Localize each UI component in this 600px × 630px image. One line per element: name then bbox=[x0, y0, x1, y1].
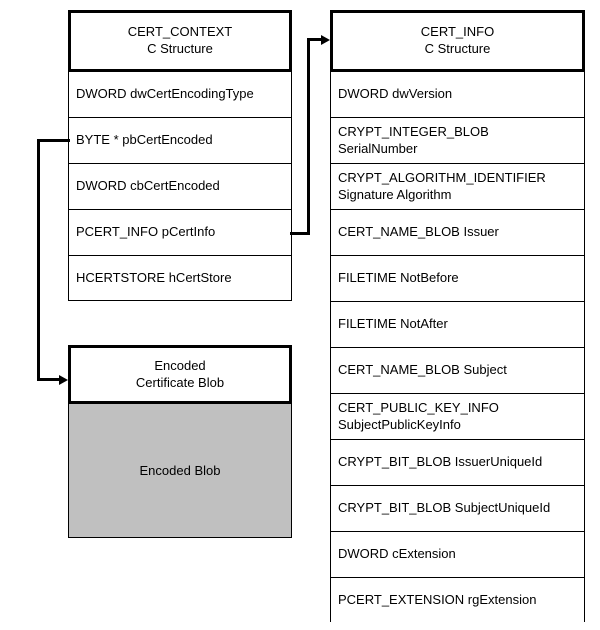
encoded-blob-header-text: Encoded Certificate Blob bbox=[136, 358, 224, 391]
cert-info-subtitle: C Structure bbox=[424, 41, 491, 56]
field-label: DWORD dwVersion bbox=[338, 86, 453, 102]
field-label: PCERT_EXTENSION rgExtension bbox=[338, 591, 537, 607]
field-label: CRYPT_ALGORITHM_IDENTIFIER Signature Alg… bbox=[338, 170, 546, 202]
field-label: CRYPT_BIT_BLOB SubjectUniqueId bbox=[338, 500, 551, 516]
field-label: FILETIME NotAfter bbox=[338, 316, 448, 332]
field-label: CRYPT_INTEGER_BLOB SerialNumber bbox=[338, 124, 489, 156]
connector-pbcertencoded-segment-bottom bbox=[37, 378, 62, 381]
field-label: CERT_PUBLIC_KEY_INFO SubjectPublicKeyInf… bbox=[338, 400, 499, 432]
field-label: CRYPT_BIT_BLOB IssuerUniqueId bbox=[338, 454, 543, 470]
cert-context-header: CERT_CONTEXT C Structure bbox=[68, 10, 292, 72]
encoded-blob-body: Encoded Blob bbox=[68, 404, 292, 538]
cert-context-field-row: BYTE * pbCertEncoded bbox=[69, 118, 291, 164]
cert-context-field-list: DWORD dwCertEncodingType BYTE * pbCertEn… bbox=[68, 72, 292, 301]
cert-context-field-row: HCERTSTORE hCertStore bbox=[69, 256, 291, 300]
cert-info-field-row: PCERT_EXTENSION rgExtension bbox=[331, 578, 584, 622]
connector-pcertinfo-segment-bottom bbox=[290, 232, 310, 235]
cert-info-field-list: DWORD dwVersion CRYPT_INTEGER_BLOB Seria… bbox=[330, 72, 585, 622]
cert-info-field-row: CERT_NAME_BLOB Issuer bbox=[331, 210, 584, 256]
field-label: DWORD dwCertEncodingType bbox=[76, 86, 254, 102]
encoded-blob-body-label: Encoded Blob bbox=[139, 463, 221, 478]
cert-info-field-row: DWORD cExtension bbox=[331, 532, 584, 578]
cert-info-header-text: CERT_INFO C Structure bbox=[421, 24, 494, 57]
cert-info-field-row: CERT_PUBLIC_KEY_INFO SubjectPublicKeyInf… bbox=[331, 394, 584, 440]
cert-info-header: CERT_INFO C Structure bbox=[330, 10, 585, 72]
cert-context-header-text: CERT_CONTEXT C Structure bbox=[128, 24, 233, 57]
cert-context-field-row: DWORD cbCertEncoded bbox=[69, 164, 291, 210]
field-label: BYTE * pbCertEncoded bbox=[76, 132, 213, 148]
encoded-blob-title: Encoded bbox=[154, 357, 206, 373]
cert-info-field-row: CRYPT_BIT_BLOB SubjectUniqueId bbox=[331, 486, 584, 532]
arrowhead-to-cert-info-icon bbox=[321, 34, 330, 45]
cert-info-field-row: CRYPT_BIT_BLOB IssuerUniqueId bbox=[331, 440, 584, 486]
field-label: FILETIME NotBefore bbox=[338, 270, 459, 286]
encoded-blob-header: Encoded Certificate Blob bbox=[68, 345, 292, 404]
cert-info-field-row: DWORD dwVersion bbox=[331, 72, 584, 118]
cert-info-field-row: CRYPT_ALGORITHM_IDENTIFIER Signature Alg… bbox=[331, 164, 584, 210]
field-label: CERT_NAME_BLOB Subject bbox=[338, 362, 507, 378]
cert-info-field-row: CERT_NAME_BLOB Subject bbox=[331, 348, 584, 394]
field-label: CERT_NAME_BLOB Issuer bbox=[338, 224, 499, 240]
connector-pcertinfo-segment-vertical bbox=[307, 38, 310, 235]
field-label: PCERT_INFO pCertInfo bbox=[76, 224, 216, 240]
cert-context-field-row: PCERT_INFO pCertInfo bbox=[69, 210, 291, 256]
cert-context-subtitle: C Structure bbox=[147, 41, 213, 56]
field-label: DWORD cExtension bbox=[338, 546, 456, 562]
field-label: HCERTSTORE hCertStore bbox=[76, 269, 232, 285]
connector-pbcertencoded-segment-vertical bbox=[37, 139, 40, 381]
encoded-blob-subtitle: Certificate Blob bbox=[135, 374, 225, 390]
cert-context-field-row: DWORD dwCertEncodingType bbox=[69, 72, 291, 118]
cert-info-field-row: FILETIME NotAfter bbox=[331, 302, 584, 348]
connector-pcertinfo-segment-top bbox=[307, 38, 323, 41]
cert-context-title: CERT_CONTEXT bbox=[127, 24, 233, 40]
arrowhead-to-encoded-blob-icon bbox=[59, 374, 68, 385]
cert-info-title: CERT_INFO bbox=[420, 24, 495, 40]
cert-info-field-row: CRYPT_INTEGER_BLOB SerialNumber bbox=[331, 118, 584, 164]
connector-pbcertencoded-segment-top bbox=[37, 139, 70, 142]
cert-info-field-row: FILETIME NotBefore bbox=[331, 256, 584, 302]
field-label: DWORD cbCertEncoded bbox=[76, 178, 220, 194]
